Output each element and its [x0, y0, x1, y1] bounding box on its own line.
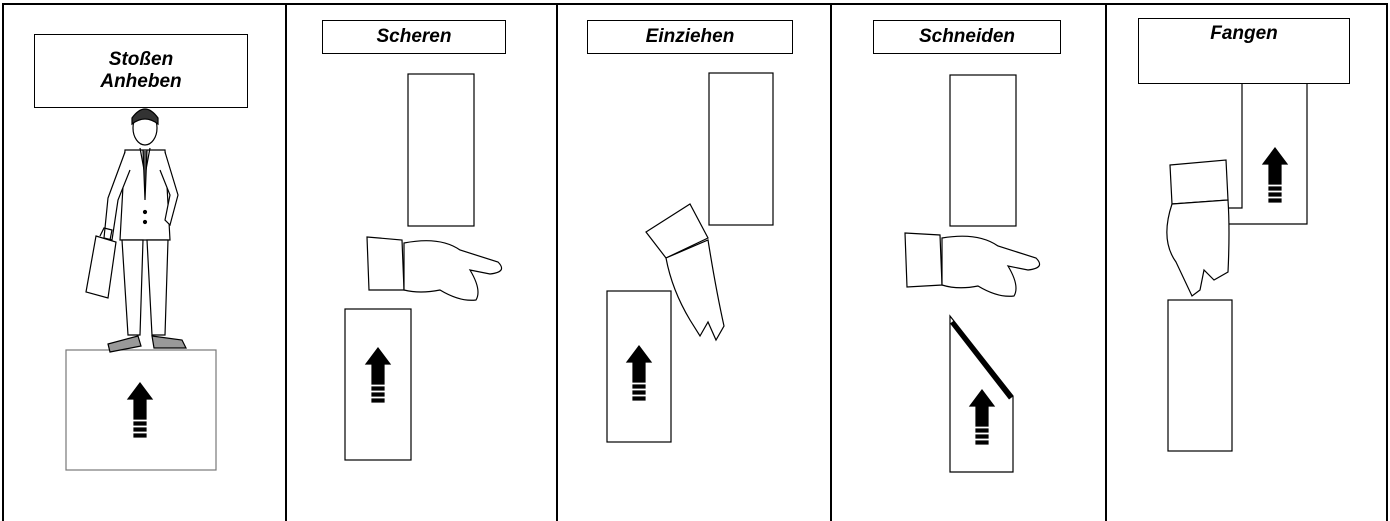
label-einziehen: Einziehen [587, 20, 793, 54]
label-text: Einziehen [646, 26, 735, 48]
einziehen-illustration [607, 73, 773, 442]
scheren-illustration [345, 74, 502, 460]
person-figure [66, 109, 216, 470]
label-text: Schneiden [919, 26, 1015, 48]
upper-part [408, 74, 474, 226]
label-stossen-anheben: Stoßen Anheben [34, 34, 248, 108]
schneiden-illustration [905, 75, 1040, 472]
label-schneiden: Schneiden [873, 20, 1061, 54]
label-scheren: Scheren [322, 20, 506, 54]
upper-part [709, 73, 773, 225]
hand-icon [1167, 160, 1229, 296]
hand-icon [367, 237, 502, 300]
label-line-2: Anheben [100, 71, 181, 93]
label-text: Scheren [377, 26, 452, 48]
upper-part [1220, 80, 1307, 224]
fangen-illustration [1167, 80, 1307, 451]
hand-icon [905, 233, 1040, 296]
lower-part [1168, 300, 1232, 451]
label-line-1: Stoßen [109, 49, 173, 71]
label-text: Fangen [1210, 23, 1278, 45]
label-fangen: Fangen [1138, 18, 1350, 84]
upper-part [950, 75, 1016, 226]
